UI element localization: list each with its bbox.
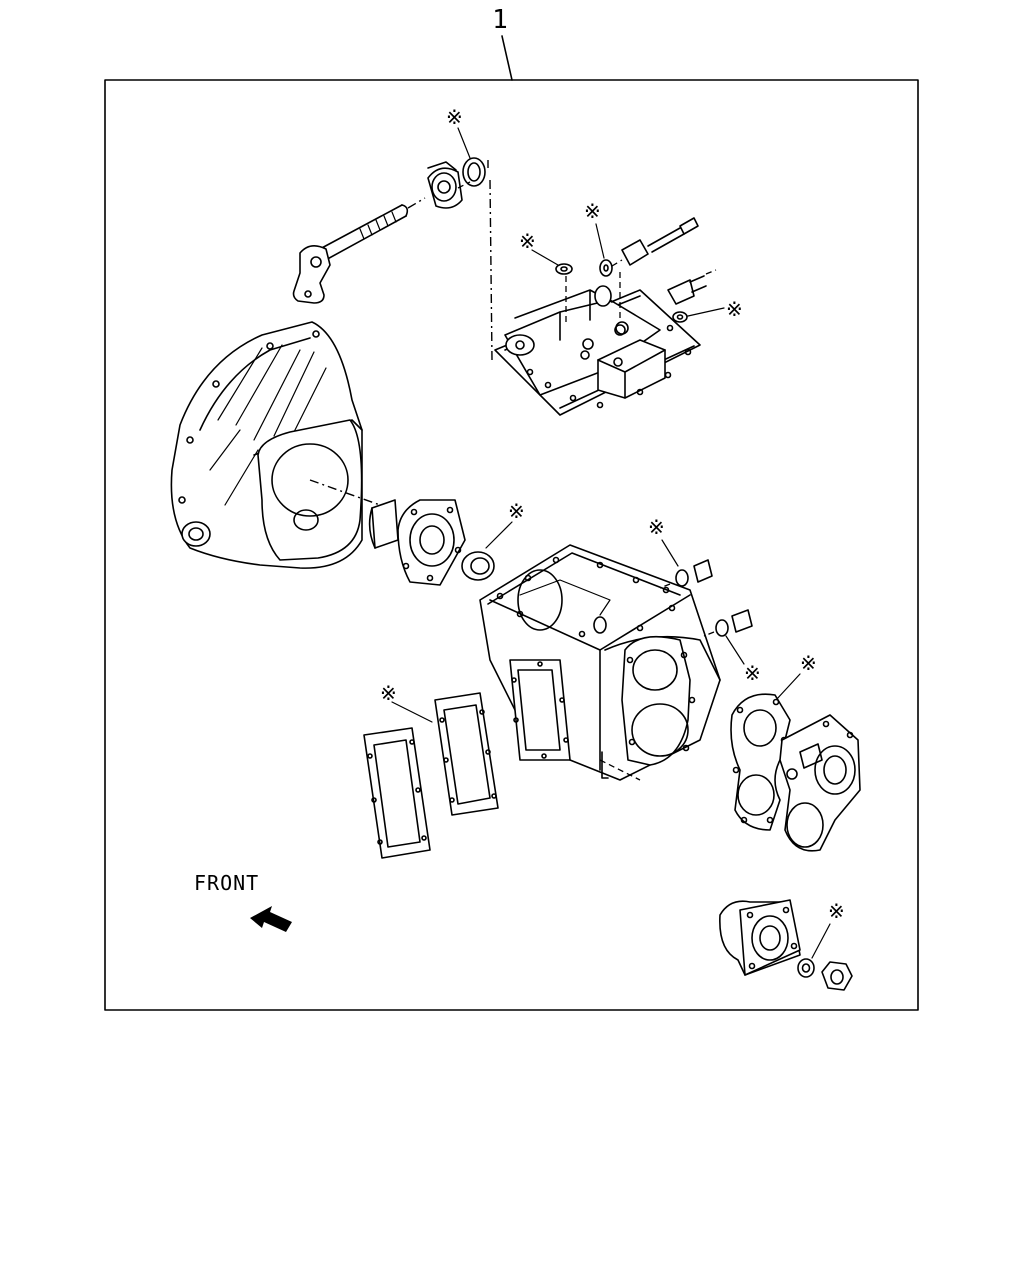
pto-gaskets: ※	[363, 681, 499, 859]
top-cover-assembly	[494, 285, 701, 416]
output-flange-nut: ※	[719, 899, 853, 991]
shift-shaft-assembly: ※	[292, 105, 493, 361]
front-label: FRONT	[194, 871, 259, 895]
svg-text:※: ※	[519, 229, 536, 253]
svg-text:※: ※	[726, 297, 743, 321]
drain-plugs: ※ ※	[648, 515, 761, 685]
clutch-housing	[170, 321, 381, 569]
svg-text:※: ※	[828, 899, 845, 923]
service-kit-marker: ※	[446, 105, 463, 129]
svg-text:※: ※	[380, 681, 397, 705]
oil-seal: ※	[461, 499, 525, 581]
callout-leader	[501, 35, 513, 81]
kit-frame	[104, 79, 919, 1011]
transmission-case	[479, 544, 721, 781]
svg-text:※: ※	[744, 661, 761, 685]
front-arrow-icon	[250, 906, 292, 932]
svg-text:※: ※	[584, 199, 601, 223]
callout-number: 1	[492, 5, 508, 35]
svg-text:※: ※	[800, 651, 817, 675]
bearing-retainer	[368, 499, 466, 586]
svg-text:※: ※	[508, 499, 525, 523]
cover-fittings: ※ ※ ※	[519, 199, 743, 335]
rear-gasket-and-housing: ※	[730, 651, 861, 852]
svg-text:※: ※	[648, 515, 665, 539]
